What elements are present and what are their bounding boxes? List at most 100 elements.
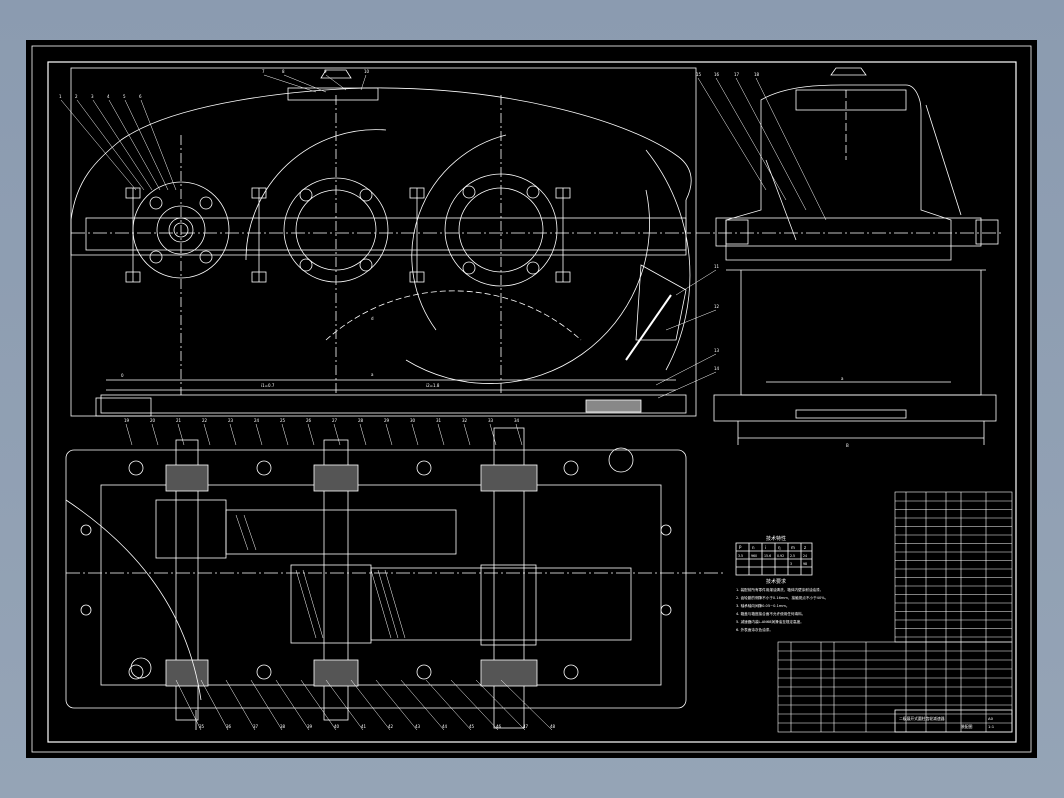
part-number-label: 33 xyxy=(488,418,494,423)
part-number-label: 16 xyxy=(714,72,720,77)
dimension-text: B xyxy=(846,443,849,448)
input-shaft xyxy=(175,439,199,721)
outer-frame xyxy=(31,45,1032,753)
side-body xyxy=(740,270,982,396)
side-leader-2 xyxy=(925,104,962,216)
part-number-label: 29 xyxy=(384,418,390,423)
part-number-label: 40 xyxy=(334,724,340,729)
leader-line xyxy=(325,74,347,91)
vent-cap xyxy=(320,69,352,79)
part-number-label: 17 xyxy=(734,72,740,77)
part-number-label: 26 xyxy=(306,418,312,423)
top-view-housing xyxy=(65,449,687,709)
inspection-cover xyxy=(287,87,379,101)
leader-line xyxy=(411,423,419,446)
table-value-cell: 0.92 xyxy=(777,554,784,558)
leader-line xyxy=(250,679,283,731)
leader-line xyxy=(375,679,418,731)
part-number-label: 12 xyxy=(714,304,720,309)
tech-req-item: 1. 装配前所有零件用煤油清洗，箱体内壁涂耐油油漆。 xyxy=(736,587,823,592)
part-number-label: 19 xyxy=(124,418,130,423)
part-number-label: 24 xyxy=(254,418,260,423)
leader-line xyxy=(307,423,315,446)
part-number-label: 42 xyxy=(388,724,394,729)
leader-line xyxy=(360,74,367,91)
joint-bolts xyxy=(125,187,571,283)
part-number-label: 34 xyxy=(514,418,520,423)
leader-line xyxy=(755,77,827,221)
housing-base xyxy=(100,394,687,414)
inner-frame xyxy=(47,61,1017,743)
title-block-drawing-no: 装配图 xyxy=(961,724,973,729)
side-view xyxy=(696,67,1001,445)
part-number-label: 21 xyxy=(176,418,182,423)
dimension-text: i1=0.7 xyxy=(261,383,275,388)
intermediate-shaft xyxy=(323,439,349,721)
intermediate-pinion xyxy=(290,564,372,644)
part-number-label: 23 xyxy=(228,418,234,423)
part-number-label: 22 xyxy=(202,418,208,423)
tech-req-item: 6. 外表面涂灰色油漆。 xyxy=(736,627,773,632)
part-number-label: 20 xyxy=(150,418,156,423)
top-view xyxy=(65,427,726,730)
side-housing-outline xyxy=(725,84,952,261)
part-number-label: 25 xyxy=(280,418,286,423)
side-vent-cap xyxy=(830,67,867,76)
gear-arc-3 xyxy=(245,129,387,261)
leader-line xyxy=(675,269,717,296)
part-number-label: 27 xyxy=(332,418,338,423)
part-number-label: 46 xyxy=(496,724,502,729)
tech-req-item: 3. 轴承轴向间隙0.05~0.1mm。 xyxy=(736,603,789,608)
table-header-cell: z xyxy=(804,545,806,550)
side-base xyxy=(713,394,997,422)
gear-arc-4 xyxy=(411,134,507,331)
leader-line xyxy=(475,679,526,731)
leader-line xyxy=(735,77,807,211)
part-number-label: 2 xyxy=(75,94,78,99)
dimension-text: a xyxy=(371,372,374,377)
part-number-label: 43 xyxy=(415,724,421,729)
table-value-cell: 3 xyxy=(790,562,792,566)
leader-line xyxy=(225,679,256,731)
part-number-label: 28 xyxy=(358,418,364,423)
boss-bolt-holes xyxy=(149,185,540,275)
leader-line xyxy=(400,679,445,731)
dipstick-boss xyxy=(635,264,687,341)
leader-line xyxy=(124,99,169,191)
leader-line xyxy=(450,679,499,731)
leader-line xyxy=(300,679,337,731)
leader-line xyxy=(657,371,717,399)
tech-req-item: 5. 减速器内装L-AN68润滑油至规定高度。 xyxy=(736,619,804,624)
table-header-cell: n xyxy=(752,545,755,550)
part-number-label: 39 xyxy=(307,724,313,729)
side-inspection-cover xyxy=(795,89,907,111)
leader-line xyxy=(177,423,185,446)
part-number-label: 13 xyxy=(714,348,720,353)
leader-line xyxy=(715,77,787,201)
part-number-label: 31 xyxy=(436,418,442,423)
section-hatching xyxy=(235,514,406,639)
part-number-label: 32 xyxy=(462,418,468,423)
part-number-label: 11 xyxy=(714,264,720,269)
parts-list xyxy=(777,491,1013,733)
characteristics-table-title: 技术特性 xyxy=(766,535,786,542)
part-number-label: 30 xyxy=(410,418,416,423)
table-value-cell: 3.5 xyxy=(738,554,743,558)
leader-line xyxy=(325,679,364,731)
table-header-cell: i xyxy=(765,545,766,550)
leader-line xyxy=(500,679,553,731)
part-number-label: 4 xyxy=(107,94,110,99)
joint-flange xyxy=(85,217,687,251)
leader-line xyxy=(515,423,523,446)
side-shaft-band xyxy=(715,217,982,247)
part-number-label: 48 xyxy=(550,724,556,729)
title-block: 二级展开式圆柱齿轮减速器 装配图 A0 1:1 xyxy=(894,709,1013,733)
title-block-scale: 1:1 xyxy=(988,724,995,729)
output-gear xyxy=(370,567,632,641)
side-shaft-end-right xyxy=(975,219,999,245)
title-block-sheet: A0 xyxy=(988,716,994,721)
part-number-label: 35 xyxy=(199,724,205,729)
technical-requirements: 技术要求 1. 装配前所有零件用煤油清洗，箱体内壁涂耐油油漆。 2. 齿轮副的侧… xyxy=(736,578,828,632)
